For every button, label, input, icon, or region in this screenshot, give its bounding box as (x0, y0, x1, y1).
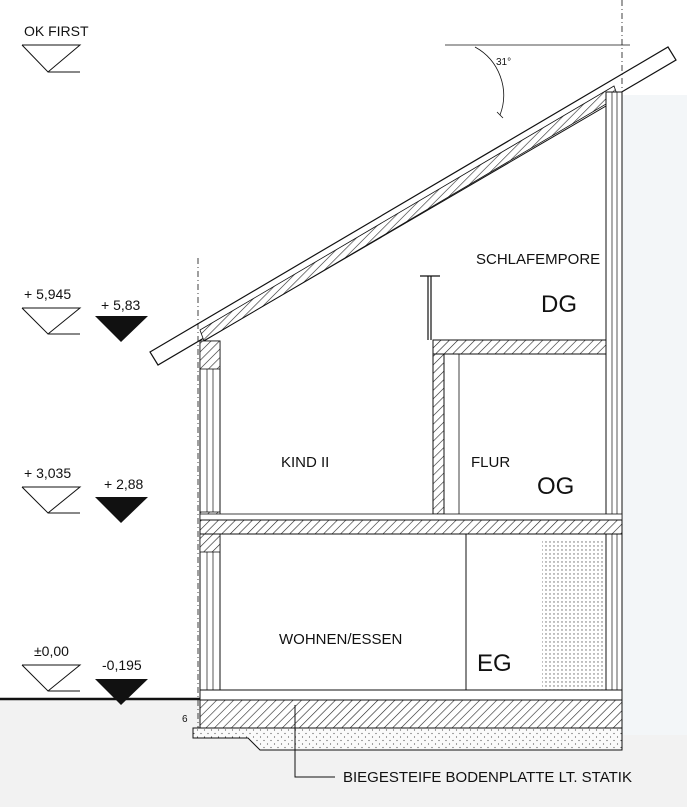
level-marker-fin-dg (95, 316, 148, 342)
room-label-wohnen: WOHNEN/ESSEN (279, 631, 402, 648)
foundation-note: BIEGESTEIFE BODENPLATTE LT. STATIK (343, 769, 632, 786)
roof-angle-annotation (445, 44, 630, 119)
level-marker-fin-eg (95, 679, 148, 705)
level-label-fin-eg: -0,195 (102, 657, 142, 673)
level-marker-fin-og (95, 497, 148, 523)
floor-label-eg: EG (477, 650, 512, 677)
level-label-fin-og: + 2,88 (104, 476, 144, 492)
level-marker-raw-eg (21, 664, 82, 692)
right-wall (605, 91, 623, 718)
level-label-fin-dg: + 5,83 (101, 297, 141, 313)
foundation-leader (294, 705, 335, 778)
railing (420, 275, 440, 340)
level-label-raw-og: + 3,035 (24, 465, 71, 481)
eg-floor (199, 689, 623, 729)
level-marker-raw-dg (21, 307, 82, 335)
level-label-raw-eg: ±0,00 (34, 643, 69, 659)
foundation-mark: 6 (182, 714, 188, 725)
floor-label-og: OG (537, 473, 574, 500)
level-marker-raw-og (21, 486, 82, 514)
room-label-flur: FLUR (471, 454, 510, 471)
level-label-ok-first: OK FIRST (24, 23, 89, 39)
flur-wall (432, 353, 460, 515)
floor-label-dg: DG (541, 291, 577, 318)
roof-angle-label: 31° (496, 57, 511, 68)
foundation (192, 727, 623, 751)
facade-background (622, 95, 687, 735)
level-marker-ok-first (21, 44, 82, 73)
dg-slab (432, 339, 607, 355)
og-slab (199, 513, 623, 535)
roof (149, 46, 677, 366)
room-label-kind: KIND II (281, 454, 329, 471)
level-label-raw-dg: + 5,945 (24, 286, 71, 302)
stair-area (542, 540, 604, 690)
room-label-schlafempore: SCHLAFEMPORE (476, 251, 600, 268)
